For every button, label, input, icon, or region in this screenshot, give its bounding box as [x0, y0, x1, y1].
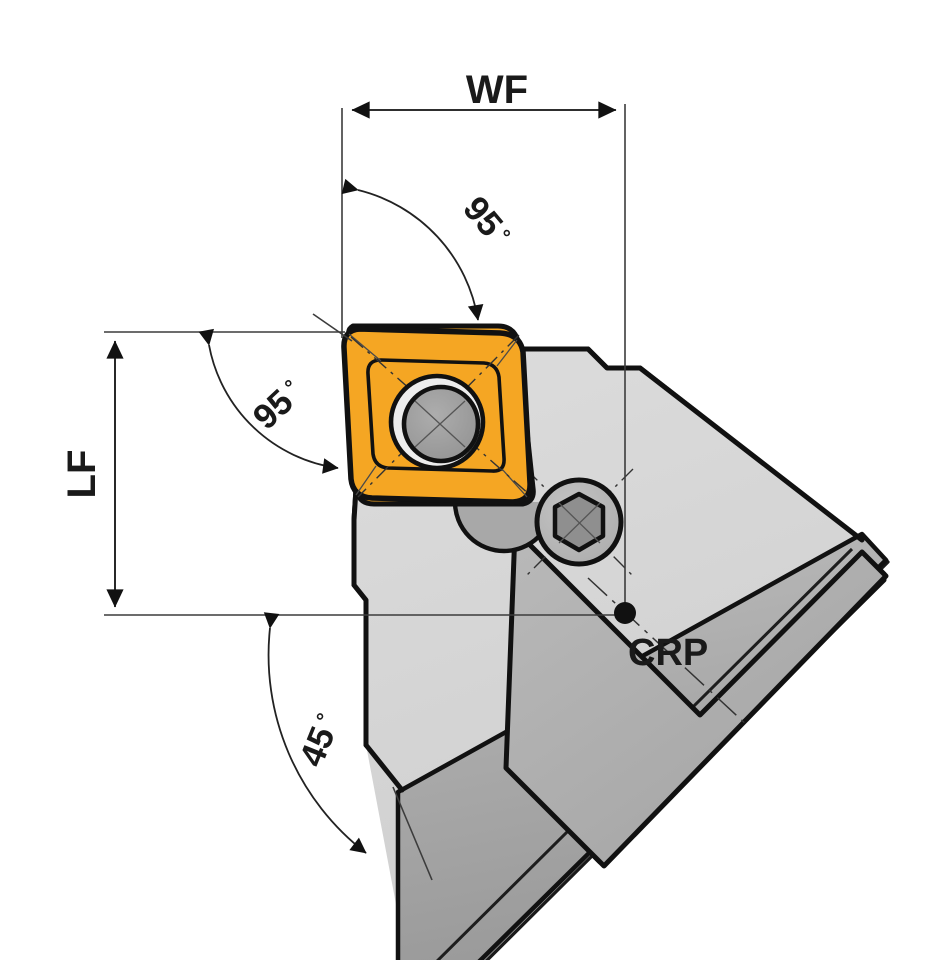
crp-axis-centerline — [587, 577, 749, 727]
angle-top-arc — [341, 178, 484, 321]
insert-corner-line-tr — [496, 339, 518, 367]
dimension-wf: WF — [351, 68, 617, 119]
insert-corner-line-tl — [348, 333, 382, 362]
angle-bottom-reference-leg — [392, 786, 433, 881]
lf-label: LF — [60, 450, 104, 499]
clamp-screw — [525, 468, 634, 577]
insert-diagonal-b — [357, 334, 520, 498]
holder-lower-wing-face — [503, 527, 889, 869]
angle-bottom-value: 45 — [292, 721, 343, 772]
insert-corner-line-br — [501, 468, 528, 498]
insert-hole-cross-b — [414, 400, 466, 448]
crp-point-marker — [614, 602, 636, 624]
cutting-insert — [341, 323, 536, 507]
crp-reference: CRP — [587, 577, 749, 727]
angle-left-arc — [198, 328, 339, 474]
hex-cross-b — [558, 502, 601, 544]
insert-inner-land — [366, 358, 506, 473]
dimension-lf: LF — [60, 340, 124, 608]
angle-bottom-arc — [263, 612, 367, 854]
insert-diagonal-a — [350, 336, 531, 496]
crp-label: CRP — [628, 632, 708, 674]
angle-dimension-top: 95 ° — [341, 178, 515, 321]
angle-bottom-degree-symbol: ° — [312, 710, 336, 726]
angle-dimension-left: 95 ° — [198, 328, 339, 474]
insert-hole-bore — [401, 384, 481, 464]
insert-corner-line-bl — [355, 465, 377, 496]
wf-label: WF — [466, 68, 528, 112]
insert-corner-leader — [312, 313, 353, 342]
